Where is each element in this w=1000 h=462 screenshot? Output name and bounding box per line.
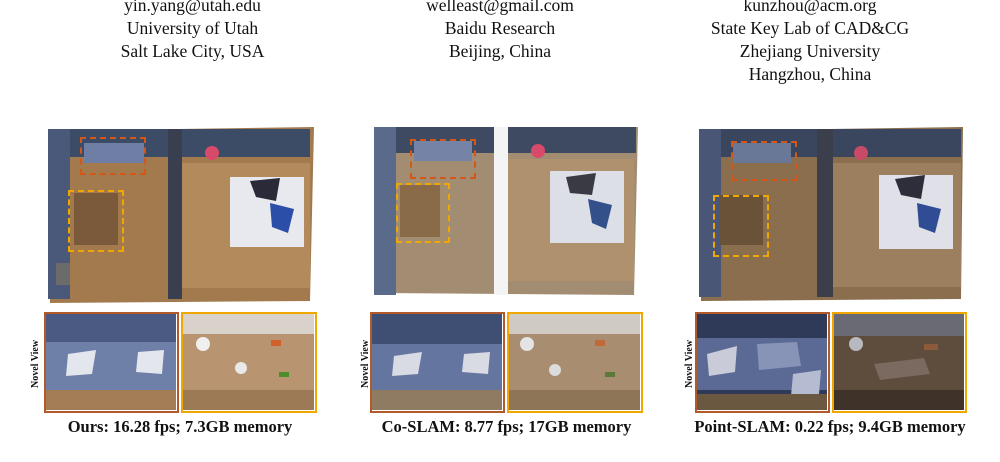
caption-pointslam: Point-SLAM: 0.22 fps; 9.4GB memory	[694, 417, 966, 436]
author-affiliation: Baidu Research	[444, 18, 556, 38]
reconstruction-ours	[44, 123, 316, 305]
room-render	[374, 127, 638, 295]
author-affiliation: State Key Lab of CAD&CG	[710, 18, 910, 38]
room-render	[699, 127, 963, 301]
author-email: welleast@gmail.com	[426, 0, 574, 15]
novel-view-sofa-ours	[44, 312, 179, 413]
reconstruction-pointslam	[695, 123, 967, 303]
novel-view-table-ours	[181, 312, 317, 413]
table-region-box	[68, 190, 124, 252]
author-block-2: welleast@gmail.com Baidu Research Beijin…	[400, 0, 600, 63]
novel-view-label: Novel View	[684, 339, 695, 388]
novel-view-sofa-coslam	[370, 312, 505, 413]
novel-view-label: Novel View	[30, 339, 41, 388]
room-render	[48, 127, 314, 303]
table-region-box	[713, 195, 769, 257]
author-location: Beijing, China	[448, 41, 552, 61]
sofa-region-box	[410, 139, 476, 179]
author-location: Salt Lake City, USA	[120, 41, 265, 61]
author-block-3: kunzhou@acm.org State Key Lab of CAD&CG …	[695, 0, 925, 86]
novel-view-table-pointslam	[832, 312, 967, 413]
caption-coslam: Co-SLAM: 8.77 fps; 17GB memory	[381, 417, 632, 436]
author-affiliation: University of Utah	[126, 18, 259, 38]
sofa-region-box	[731, 141, 797, 181]
novel-view-table-coslam	[507, 312, 643, 413]
author-block-1: yin.yang@utah.edu University of Utah Sal…	[100, 0, 285, 63]
reconstruction-coslam	[370, 123, 643, 298]
sofa-region-box	[80, 137, 146, 175]
author-email: kunzhou@acm.org	[743, 0, 877, 15]
caption-ours: Ours: 16.28 fps; 7.3GB memory	[67, 417, 293, 436]
author-email: yin.yang@utah.edu	[124, 0, 261, 15]
author-institution: Zhejiang University	[739, 41, 881, 61]
author-location: Hangzhou, China	[748, 64, 872, 84]
table-region-box	[396, 183, 450, 243]
novel-view-sofa-pointslam	[695, 312, 830, 413]
